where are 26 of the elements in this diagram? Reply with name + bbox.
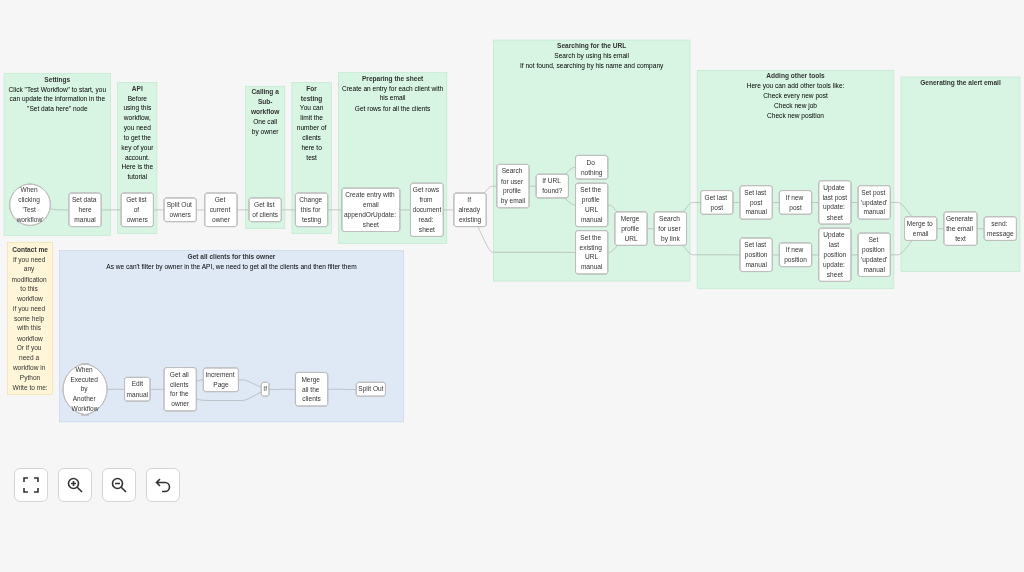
connector	[890, 240, 913, 256]
connector	[936, 228, 945, 230]
connector	[890, 202, 913, 218]
connector	[811, 202, 820, 203]
connector	[150, 389, 165, 390]
connector	[327, 389, 357, 390]
connector	[607, 245, 618, 253]
connector	[683, 202, 702, 213]
connector	[977, 228, 985, 230]
connector	[564, 167, 576, 175]
connector	[851, 202, 859, 203]
connector	[196, 391, 262, 401]
connector	[732, 202, 741, 203]
connector	[772, 202, 780, 203]
connector	[477, 226, 576, 253]
connector	[529, 185, 537, 187]
connector	[269, 389, 296, 390]
connector	[196, 379, 204, 382]
connector	[107, 389, 126, 390]
connector	[483, 185, 498, 194]
connector	[238, 379, 262, 388]
connector	[607, 204, 618, 213]
connector	[49, 208, 70, 211]
connector	[683, 245, 741, 256]
connector	[564, 198, 576, 206]
connector	[647, 228, 655, 230]
